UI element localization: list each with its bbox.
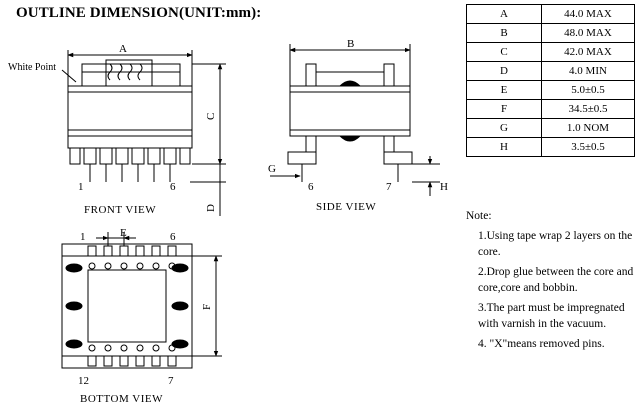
dimension-value: 4.0 MIN — [541, 61, 635, 81]
bottom-pin-12-label: 12 — [78, 375, 89, 387]
dimension-key: F — [466, 99, 542, 119]
dimension-value: 1.0 NOM — [541, 118, 635, 138]
note-item: 4. "X"means removed pins. — [478, 338, 605, 350]
note-item: 1.Using tape wrap 2 layers on the core. — [478, 230, 633, 258]
front-pin-6-label: 6 — [170, 181, 176, 193]
front-pins — [83, 147, 177, 182]
dimension-value: 34.5±0.5 — [541, 99, 635, 119]
dimension-key: D — [466, 61, 542, 81]
front-view — [61, 50, 226, 216]
dimension-value: 5.0±0.5 — [541, 80, 635, 100]
dimension-key: H — [466, 137, 542, 157]
side-view — [270, 44, 440, 196]
note-item: 3.The part must be impregnated with varn… — [478, 302, 625, 330]
front-dim-d-label: D — [205, 204, 217, 212]
bottom-bottom-pins — [87, 344, 177, 367]
side-view-label: SIDE VIEW — [316, 201, 376, 213]
front-pin-1-label: 1 — [78, 181, 84, 193]
side-dim-g-label: G — [268, 163, 276, 175]
bottom-view-label: BOTTOM VIEW — [80, 393, 163, 405]
side-dim-b-label: B — [347, 38, 354, 50]
front-dim-c-label: C — [205, 113, 217, 120]
bottom-pin-6-label: 6 — [170, 231, 176, 243]
page-title: OUTLINE DIMENSION(UNIT:mm): — [16, 5, 262, 21]
dimension-key: G — [466, 118, 542, 138]
white-point-label: White Point — [8, 62, 56, 73]
note-item: 2.Drop glue between the core and core,co… — [478, 266, 634, 294]
dimension-key: E — [466, 80, 542, 100]
dimension-value: 3.5±0.5 — [541, 137, 635, 157]
notes-heading: Note: — [466, 210, 492, 222]
dimension-value: 48.0 MAX — [541, 23, 635, 43]
dimension-key: A — [466, 4, 542, 24]
side-pin-7-label: 7 — [386, 181, 392, 193]
bottom-pin-7-label: 7 — [168, 375, 174, 387]
dimension-key: C — [466, 42, 542, 62]
front-view-label: FRONT VIEW — [84, 204, 156, 216]
bottom-dim-e-label: E — [120, 227, 127, 239]
bottom-view — [61, 232, 222, 369]
dimension-value: 42.0 MAX — [541, 42, 635, 62]
dimension-value: 44.0 MAX — [541, 4, 635, 24]
dimension-key: B — [466, 23, 542, 43]
bottom-top-pins — [87, 245, 177, 270]
side-dim-h-label: H — [440, 181, 448, 193]
front-dim-a-label: A — [119, 43, 127, 55]
bottom-dim-f-label: F — [201, 304, 213, 310]
notes-block: Note: 1.Using tape wrap 2 layers on the … — [466, 208, 638, 352]
side-pin-6-label: 6 — [308, 181, 314, 193]
bottom-pin-1-label: 1 — [80, 231, 86, 243]
